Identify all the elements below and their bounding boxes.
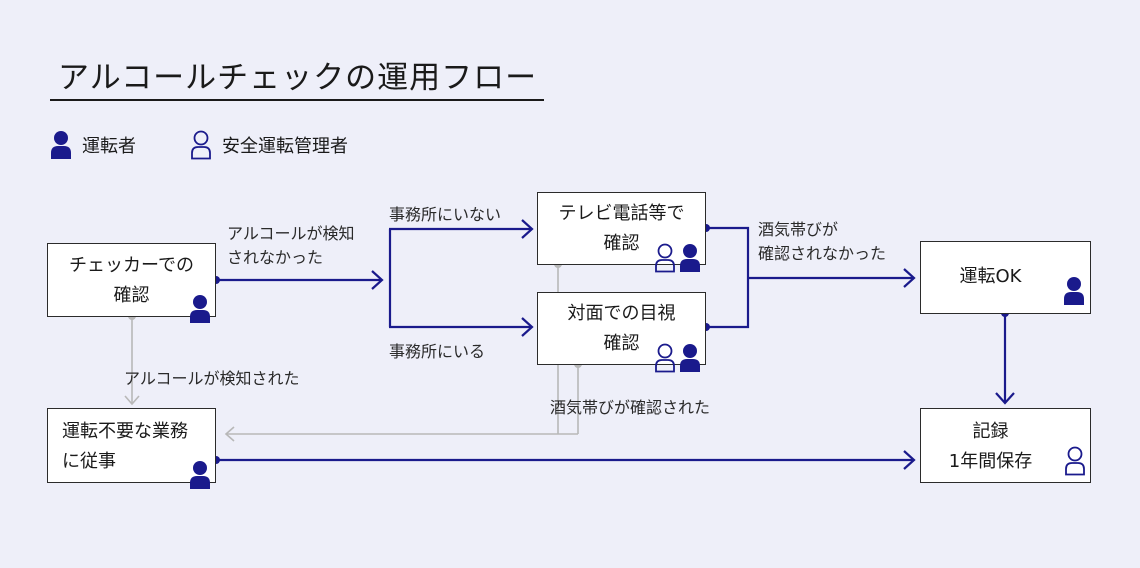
node-record-line2: 1年間保存 [948,451,1033,472]
driver-icon [680,344,700,372]
manager-outline-icon [191,130,211,160]
legend-manager: 安全運転管理者 [190,130,348,160]
node-in-person: 対面での目視 確認 [537,292,706,365]
driver-icon [680,244,700,272]
edge-label-at-office: 事務所にいる [389,342,486,361]
edge-label-not-confirmed-line1: 酒気帯びが [758,220,839,239]
manager-icon [1065,446,1085,476]
node-tv-phone-line2: 確認 [603,233,640,254]
manager-icon [655,343,675,373]
node-no-drive-line1: 運転不要な業務 [62,421,188,442]
edge-label-not-confirmed-line2: 確認されなかった [758,244,887,263]
node-no-drive-line2: に従事 [62,451,116,472]
node-tv-phone: テレビ電話等で 確認 [537,192,706,265]
edge-label-not-detected: アルコールが検知 されなかった [227,222,355,270]
title-underline [50,99,544,101]
node-in-person-line2: 確認 [603,333,640,354]
node-in-person-line1: 対面での目視 [567,303,676,324]
node-no-drive: 運転不要な業務 に従事 [47,408,216,483]
legend-manager-label: 安全運転管理者 [222,136,348,157]
node-drive-ok: 運転OK [920,241,1091,314]
node-record-line1: 記録 [972,421,1009,442]
edge-label-not-detected-line2: されなかった [227,248,324,267]
node-checker-line1: チェッカーでの [69,255,194,276]
driver-icon [190,461,210,489]
edge-label-not-detected-line1: アルコールが検知 [227,224,355,243]
edge-label-confirmed: 酒気帯びが確認された [550,398,711,417]
node-tv-phone-line1: テレビ電話等で [558,203,685,224]
legend-driver: 運転者 [50,130,136,160]
node-checker-line2: 確認 [113,285,150,306]
driver-icon [1064,277,1084,305]
edge-label-detected: アルコールが検知された [124,369,300,388]
node-checker: チェッカーでの 確認 [47,243,216,317]
manager-icon [655,243,675,273]
driver-filled-icon [51,131,71,159]
driver-icon [190,295,210,323]
legend-driver-label: 運転者 [82,136,136,157]
edge-label-not-confirmed: 酒気帯びが 確認されなかった [758,218,886,266]
page-title: アルコールチェックの運用フロー [58,60,538,96]
node-drive-ok-label: 運転OK [959,266,1022,287]
edge-label-not-at-office: 事務所にいない [389,205,502,224]
node-record: 記録 1年間保存 [920,408,1091,483]
